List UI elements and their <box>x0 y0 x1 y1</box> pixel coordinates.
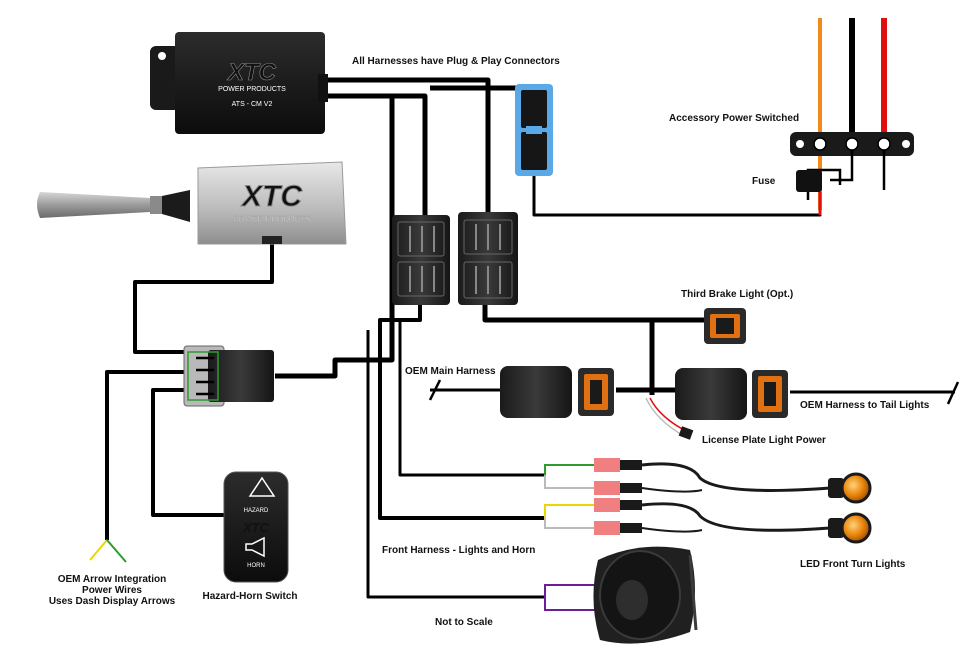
horn-icon <box>245 536 265 558</box>
wire-front-lights <box>398 318 545 477</box>
label-hazard-horn: Hazard-Horn Switch <box>202 591 297 602</box>
label-oem-arrow-3: Uses Dash Display Arrows <box>49 596 176 607</box>
module-model: ATS - CM V2 <box>232 101 273 108</box>
horn-wires <box>544 584 600 611</box>
hub-connector <box>183 345 274 407</box>
label-third-brake: Third Brake Light (Opt.) <box>681 289 793 300</box>
wire-to-third-brake <box>482 305 705 323</box>
shifter-box: XTC POWER PRODUCTS <box>197 161 347 245</box>
wire-front-upper <box>378 305 545 520</box>
label-fuse: Fuse <box>752 176 776 187</box>
blue-connector <box>515 84 553 176</box>
main-connector-left <box>392 215 450 305</box>
label-oem-main: OEM Main Harness <box>405 366 496 377</box>
label-not-to-scale: Not to Scale <box>435 617 493 628</box>
label-license-plate: License Plate Light Power <box>702 435 826 446</box>
shifter-boot <box>162 190 190 222</box>
hazard-triangle-icon <box>248 476 276 497</box>
control-module: XTC POWER PRODUCTS ATS - CM V2 <box>150 32 328 134</box>
fuse <box>796 168 842 215</box>
led-light-lower <box>840 512 872 544</box>
shifter-sub: POWER PRODUCTS <box>233 215 310 224</box>
oem-main-connector <box>500 366 614 418</box>
switch-hazard-label: HAZARD <box>244 508 269 514</box>
switch-brand: XTC <box>242 520 270 535</box>
fuse-holder <box>796 170 822 192</box>
label-oem-tail: OEM Harness to Tail Lights <box>800 400 930 411</box>
terminal-strip <box>790 132 914 190</box>
label-led-front: LED Front Turn Lights <box>800 559 906 570</box>
cut-marks <box>428 379 960 405</box>
label-oem-arrow-2: Power Wires <box>82 585 142 596</box>
wire-hub-to-switch <box>151 388 228 517</box>
wire-shifter-to-hub <box>133 240 274 354</box>
crimp-terminals <box>594 458 642 535</box>
wire-front-horn <box>366 330 545 599</box>
main-connector-right <box>458 212 518 305</box>
horn <box>593 546 698 644</box>
label-oem-arrow-1: OEM Arrow Integration <box>58 574 167 585</box>
led-front-turn-lights <box>828 472 872 544</box>
wire-hub-to-oem-arrow <box>105 370 186 540</box>
module-sub: POWER PRODUCTS <box>218 86 286 93</box>
hazard-horn-switch: HAZARD XTC HORN <box>223 471 289 583</box>
label-plug-play: All Harnesses have Plug & Play Connector… <box>352 56 560 67</box>
cut-mark-left <box>428 379 442 401</box>
wire-blue-to-fuse <box>532 170 822 217</box>
shifter-lever <box>37 190 190 222</box>
front-light-pigtails <box>544 458 831 535</box>
tail-harness-connector <box>675 368 788 420</box>
shifter-brand: XTC <box>240 180 303 213</box>
led-light-upper <box>840 472 872 504</box>
label-front-harness: Front Harness - Lights and Horn <box>382 545 535 556</box>
label-accessory-power: Accessory Power Switched <box>669 113 799 124</box>
module-brand: XTC <box>226 59 277 86</box>
cut-mark-right <box>946 381 960 405</box>
labels: All Harnesses have Plug & Play Connector… <box>49 56 930 628</box>
oem-arrow-wires <box>89 539 127 563</box>
switch-horn-label: HORN <box>247 563 265 569</box>
third-brake-connector <box>704 308 746 344</box>
license-plate-wires <box>645 397 694 440</box>
